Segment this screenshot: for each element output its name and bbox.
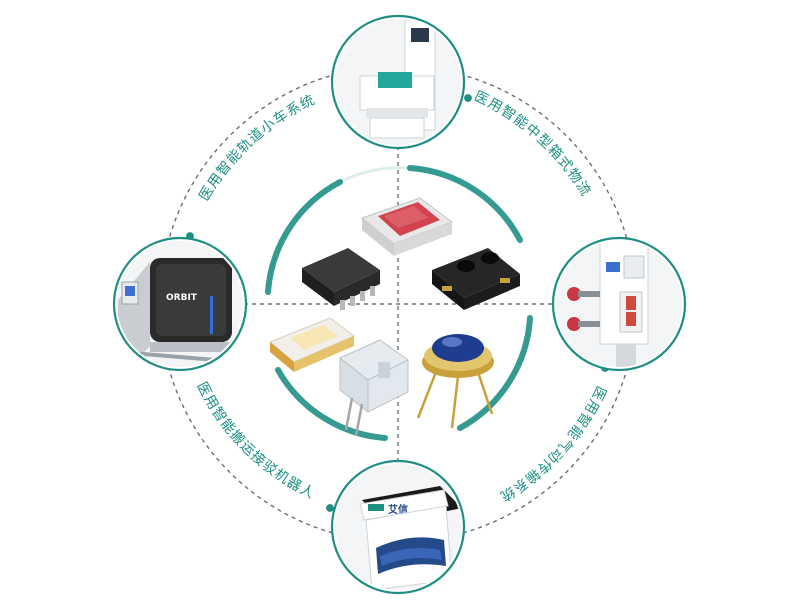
label-track-system: 医用智能轨道小车系统: [196, 92, 318, 204]
robot-brand-text: 艾信: [388, 503, 408, 516]
node-transfer-robot[interactable]: 艾信: [330, 459, 470, 599]
box-logistics-station-image: [335, 19, 461, 145]
metal-can-sensor-icon: [416, 334, 494, 429]
track-brand-text: ORBIT: [166, 293, 198, 303]
smd-led-icon: [269, 317, 355, 372]
label-box-logistics: 医用智能中型箱式物流: [472, 88, 594, 199]
components-cluster: [269, 197, 520, 437]
node-box-logistics[interactable]: [330, 14, 470, 154]
dual-photo-sensor-icon: [432, 248, 520, 310]
soic-chip-icon: [302, 248, 380, 310]
node-pneumatic[interactable]: [551, 236, 691, 376]
inner-teal-arcs: [265, 165, 533, 441]
smd-red-sensor-icon: [360, 197, 454, 256]
node-track-cart[interactable]: ORBIT: [112, 236, 252, 380]
ring-dot: [462, 92, 474, 104]
through-hole-sensor-icon: [339, 339, 409, 437]
label-pneumatic-system: 医用智能气动传输系统: [497, 383, 609, 504]
transfer-robot-image: 艾信: [335, 464, 461, 590]
pneumatic-tube-station-image: [556, 241, 682, 367]
